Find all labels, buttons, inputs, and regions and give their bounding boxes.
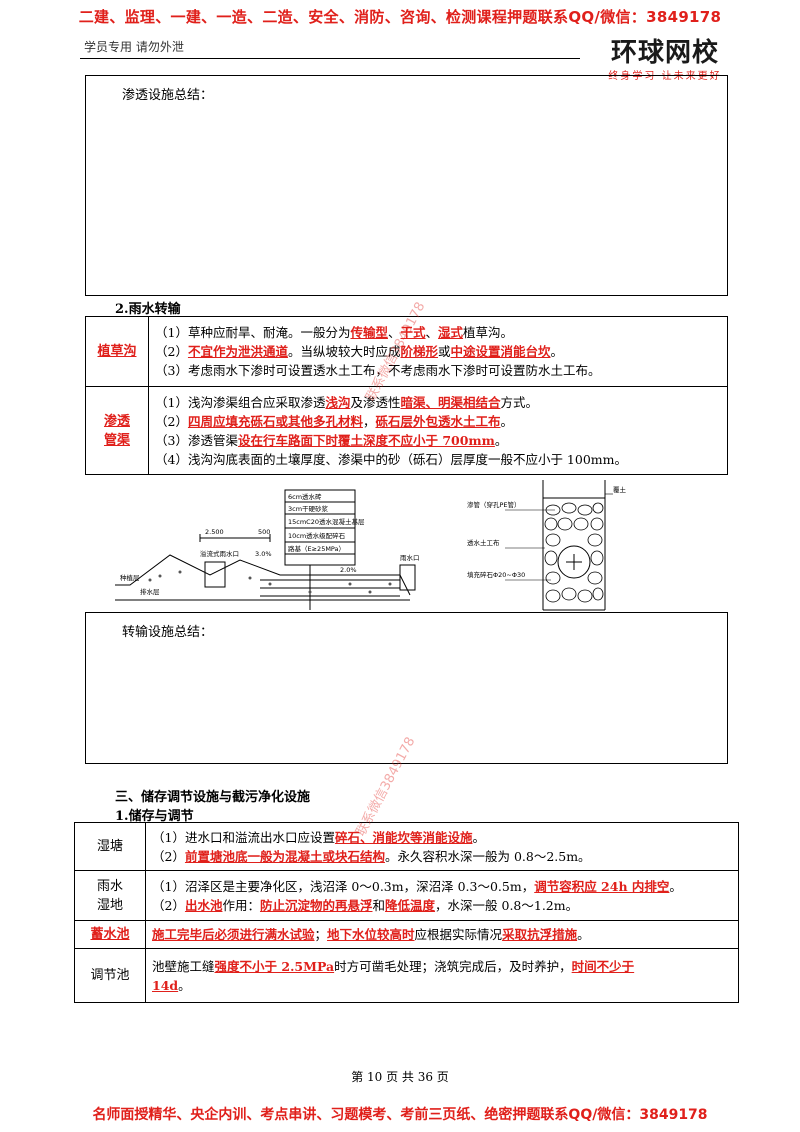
table-row: 蓄水池 施工完毕后必须进行满水试验；地下水位较高时应根据实际情况采取抗浮措施。 [74,920,739,949]
figure-label: 透水土工布 [467,538,500,547]
figure-label: 渗管（穿孔PE管） [467,500,521,509]
summary-label: 渗透设施总结： [122,88,214,103]
section-title-storage: 三、储存调节设施与截污净化设施 [115,790,311,805]
figure-label: 3.0% [255,550,272,558]
table-row: 雨水湿地 （1）沼泽区是主要净化区，浅沼泽 0～0.3m，深沼泽 0.3～0.5… [74,870,739,921]
figure-label: 覆土 [613,485,627,494]
bottom-banner: 名师面授精华、央企内训、考点串讲、习题模考、考前三页纸、绝密押题联系QQ/微信：… [92,1107,708,1123]
row-label: 蓄水池 [74,920,146,949]
row-label: 湿塘 [74,822,146,871]
table-row: 调节池 池壁施工缝强度不小于 2.5MPa时方可凿毛处理；浇筑完成后，及时养护，… [74,948,739,1003]
top-banner: 二建、监理、一建、一造、二造、安全、消防、咨询、检测课程押题联系QQ/微信：38… [78,8,722,26]
header-notice: 学员专用 请勿外泄 [84,40,184,54]
row-label: 渗透管渠 [85,386,149,475]
table-row: 渗透管渠 （1）浅沟渗渠组合应采取渗透浅沟及渗透性暗渠、明渠相结合方式。 （2）… [85,386,728,475]
figure-label: 2.500 [205,528,224,536]
section-title-conveyance: 2.雨水转输 [115,302,181,317]
table-row: 植草沟 （1）草种应耐旱、耐淹。一般分为传输型、干式、湿式植草沟。 （2）不宜作… [85,316,728,387]
row-content: （1）沼泽区是主要净化区，浅沼泽 0～0.3m，深沼泽 0.3～0.5m，调节容… [145,870,739,921]
figure-label: 雨水口 [400,553,420,562]
subsection-title-storage: 1.储存与调节 [115,809,194,824]
summary-box-conveyance: 转输设施总结： [85,612,728,764]
summary-box-infiltration: 渗透设施总结： [85,75,728,296]
summary-label: 转输设施总结： [122,625,214,640]
figure-label: 15cmC20透水混凝土基层 [288,517,365,526]
header-divider [80,58,580,59]
row-label: 调节池 [74,948,146,1003]
figure-label: 2.0% [340,566,357,574]
row-label: 植草沟 [85,316,149,387]
pavement-section-figure: 6cm透水砖 3cm干硬砂浆 15cmC20透水混凝土基层 10cm透水级配碎石… [115,489,420,610]
row-content: （1）进水口和溢流出水口应设置碎石、消能坎等消能设施。 （2）前置塘池底一般为混… [145,822,739,871]
figure-label: 500 [258,528,270,536]
row-content: 池壁施工缝强度不小于 2.5MPa时方可凿毛处理；浇筑完成后，及时养护，时间不少… [145,948,739,1003]
figure-label: 填充碎石Φ20~Φ30 [467,570,525,579]
figure-label: 种植层 [120,573,140,582]
logo-slogan: 终身学习 让未来更好 [608,71,722,82]
row-content: 施工完毕后必须进行满水试验；地下水位较高时应根据实际情况采取抗浮措施。 [145,920,739,949]
figure-label: 排水层 [140,587,160,596]
row-label: 雨水湿地 [74,870,146,921]
conveyance-table: 植草沟 （1）草种应耐旱、耐淹。一般分为传输型、干式、湿式植草沟。 （2）不宜作… [85,316,728,475]
figure-label: 3cm干硬砂浆 [288,504,329,513]
row-content: （1）浅沟渗渠组合应采取渗透浅沟及渗透性暗渠、明渠相结合方式。 （2）四周应填充… [148,386,728,475]
figure-label: 溢流式雨水口 [200,549,239,558]
page-number: 第 10 页 共 36 页 [351,1070,449,1084]
pipe-section-figure: 渗管（穿孔PE管） 覆土 透水土工布 填充碎石Φ20~Φ30 [467,480,627,611]
logo-text: 环球网校 [610,38,719,68]
storage-table: 湿塘 （1）进水口和溢流出水口应设置碎石、消能坎等消能设施。 （2）前置塘池底一… [74,822,739,1003]
row-content: （1）草种应耐旱、耐淹。一般分为传输型、干式、湿式植草沟。 （2）不宜作为泄洪通… [148,316,728,387]
table-row: 湿塘 （1）进水口和溢流出水口应设置碎石、消能坎等消能设施。 （2）前置塘池底一… [74,822,739,871]
figure-label: 路基（E≥25MPa） [288,544,345,553]
figure-label: 10cm透水级配碎石 [288,531,346,540]
figure-label: 6cm透水砖 [288,492,322,501]
logo: 环球网校 终身学习 让未来更好 [590,32,740,82]
